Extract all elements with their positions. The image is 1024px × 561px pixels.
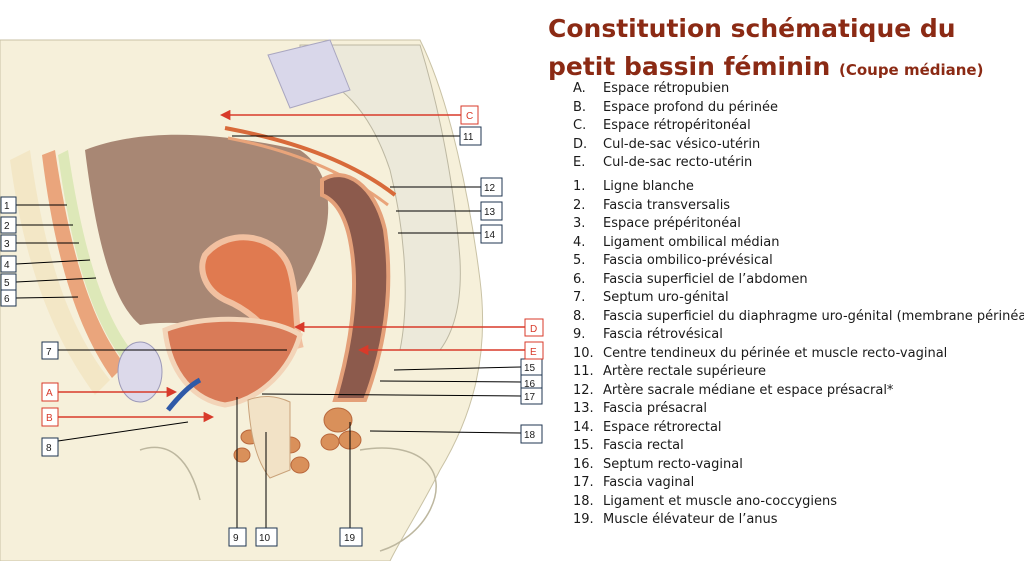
- vagina: [247, 396, 291, 479]
- gluteal-outline: [359, 447, 437, 552]
- svg-text:8: 8: [46, 443, 52, 454]
- legend-item: 9.Fascia rétrovésical: [573, 327, 723, 342]
- legend-item: 14.Espace rétrorectal: [573, 419, 722, 435]
- svg-text:1: 1: [4, 201, 10, 212]
- callout-12: [480, 177, 503, 197]
- legend-item: 4.Ligament ombilical médian: [573, 234, 780, 250]
- callout-6: [0, 289, 17, 307]
- black-callouts: 1 2 3 4 5 6 7 8 9 10 11 12: [0, 126, 543, 547]
- legend-item: B.Espace profond du périnée: [573, 99, 778, 115]
- callout-4: [0, 255, 17, 273]
- svg-text:10: 10: [259, 533, 271, 544]
- callout-11: [459, 126, 482, 146]
- svg-text:11: 11: [463, 132, 474, 143]
- legend-item: 12.Artère sacrale médiane et espace prés…: [573, 382, 894, 398]
- legend-item: 19.Muscle élévateur de l’anus: [573, 512, 778, 527]
- callout-E: [524, 341, 544, 360]
- red-callouts: C D E A B: [41, 105, 544, 427]
- svg-text:C: C: [466, 111, 473, 122]
- legend-item: 7.Septum uro-génital: [573, 290, 729, 305]
- abdominal-wall-muscle: [42, 150, 125, 378]
- legend-item: 10.Centre tendineux du périnée et muscle…: [573, 345, 948, 361]
- svg-text:4: 4: [4, 260, 10, 271]
- callout-1: [0, 196, 17, 214]
- svg-text:2: 2: [4, 221, 10, 232]
- legend-item: 2.Fascia transversalis: [573, 197, 731, 213]
- legend-item: D.Cul-de-sac vésico-utérin: [573, 136, 761, 152]
- callout-19: [339, 527, 363, 547]
- callout-A: [41, 382, 59, 402]
- rectum: [320, 173, 391, 402]
- pelvis-diagram: 1 2 3 4 5 6 7 8 9 10 11 12: [0, 39, 544, 561]
- legend-item: 1.Ligne blanche: [573, 179, 694, 194]
- callout-7: [41, 341, 59, 360]
- svg-text:9: 9: [233, 533, 239, 544]
- svg-text:18: 18: [524, 430, 536, 441]
- svg-text:12: 12: [484, 183, 496, 194]
- svg-text:D: D: [530, 324, 537, 335]
- callout-C: [460, 105, 479, 125]
- abdominal-wall-fascia: [58, 150, 135, 364]
- legend-item: 13.Fascia présacral: [573, 401, 707, 416]
- callout-18: [520, 424, 543, 444]
- legend-item: 17.Fascia vaginal: [573, 475, 695, 490]
- callout-10: [255, 527, 278, 547]
- retroperitoneal-layer-2: [227, 136, 389, 207]
- svg-text:E: E: [530, 347, 537, 358]
- svg-text:3: 3: [4, 239, 10, 250]
- legend-item: E.Cul-de-sac recto-utérin: [573, 155, 753, 170]
- legend-item: 16.Septum recto-vaginal: [573, 456, 743, 472]
- svg-text:15: 15: [524, 363, 536, 374]
- svg-text:13: 13: [484, 207, 496, 218]
- bladder: [162, 316, 303, 408]
- callout-13: [480, 201, 503, 221]
- callout-9: [228, 527, 247, 547]
- legend-item: 3.Espace prépéritonéal: [573, 216, 741, 231]
- title-text: Constitution schématique du petit bassin…: [548, 14, 956, 81]
- legend-item: A.Espace rétropubien: [573, 81, 730, 96]
- svg-text:A: A: [46, 388, 53, 399]
- svg-text:6: 6: [4, 294, 10, 305]
- legend-item: C.Espace rétropéritonéal: [573, 118, 751, 133]
- svg-text:5: 5: [4, 278, 10, 289]
- svg-text:14: 14: [484, 230, 496, 241]
- legend-item: 8.Fascia superficiel du diaphragme uro-g…: [573, 308, 1024, 324]
- legend-item: 11.Artère rectale supérieure: [573, 364, 767, 379]
- callout-D: [524, 318, 544, 337]
- legend-item: 18.Ligament et muscle ano-coccygiens: [573, 493, 838, 509]
- thigh-outline: [139, 446, 201, 501]
- pubic-bone: [117, 341, 163, 403]
- callout-2: [0, 216, 17, 234]
- legend-item: 15.Fascia rectal: [573, 438, 684, 453]
- urethra-vessel: [166, 377, 202, 412]
- retroperitoneal-layer: [224, 126, 397, 197]
- svg-text:16: 16: [524, 379, 536, 390]
- callout-14: [480, 224, 503, 244]
- svg-text:19: 19: [344, 533, 356, 544]
- svg-text:7: 7: [46, 347, 52, 358]
- subtitle-text: (Coupe médiane): [838, 61, 984, 79]
- svg-text:B: B: [46, 413, 53, 424]
- legend-item: 5.Fascia ombilico-prévésical: [573, 253, 773, 268]
- callout-8: [41, 437, 59, 457]
- legend-item: 6.Fascia superficiel de l’abdomen: [573, 271, 808, 287]
- legend-letters: A.Espace rétropubien B.Espace profond du…: [573, 80, 778, 173]
- vertebra: [267, 39, 351, 109]
- svg-text:17: 17: [524, 392, 536, 403]
- legend-numbers: 1.Ligne blanche 2.Fascia transversalis 3…: [573, 178, 1024, 530]
- diagram-title: Constitution schématique du petit bassin…: [548, 10, 1018, 89]
- callout-B: [41, 407, 59, 427]
- callout-3: [0, 234, 17, 252]
- callout-17: [520, 387, 543, 405]
- abdominal-wall-skin: [10, 150, 110, 395]
